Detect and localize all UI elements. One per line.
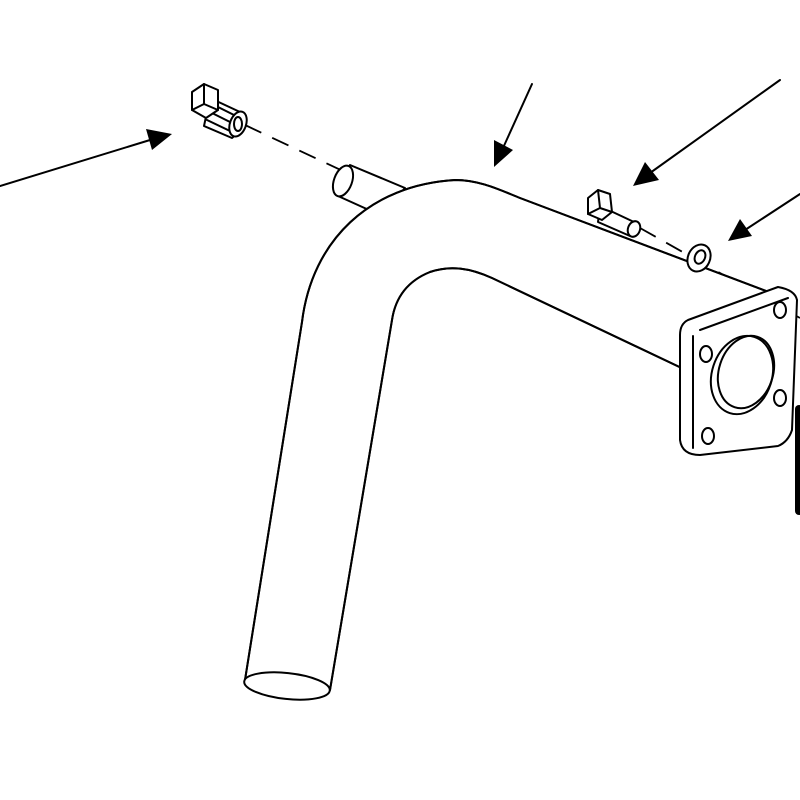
callout-arrow-nut bbox=[0, 129, 172, 187]
washer-icon bbox=[686, 243, 712, 273]
callout-arrow-washer bbox=[728, 193, 800, 241]
bolt-icon bbox=[587, 189, 642, 238]
nut-icon bbox=[191, 83, 248, 139]
callout-arrow-bolt bbox=[633, 79, 781, 186]
flange-icon bbox=[679, 286, 798, 456]
edge-shape bbox=[795, 405, 800, 515]
bent-pipe-icon bbox=[243, 179, 791, 701]
assembly-axis-nut bbox=[244, 124, 346, 173]
callout-arrow-pipe bbox=[494, 83, 533, 167]
